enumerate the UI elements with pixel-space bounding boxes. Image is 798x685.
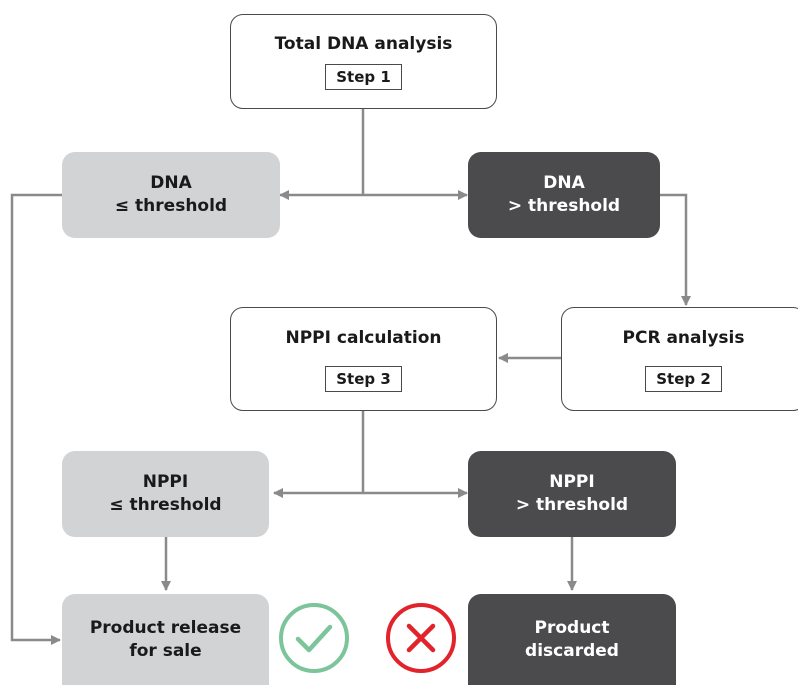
node-line-1: Product release — [89, 617, 242, 638]
node-line-1: NPPI — [142, 472, 189, 492]
node-line-2: > threshold — [507, 196, 621, 216]
arrow-dna-high-to-pcr — [660, 193, 691, 306]
step-label: Step 3 — [325, 365, 402, 392]
node-line-1: Product — [534, 617, 610, 638]
step-label: Step 1 — [325, 64, 402, 90]
node-nppi-above-threshold: NPPI > threshold — [468, 451, 676, 537]
node-product-discarded: Product discarded — [468, 594, 676, 685]
node-pcr-analysis: PCR analysis Step 2 — [561, 307, 798, 411]
node-title: Total DNA analysis — [274, 34, 453, 54]
node-line-2: discarded — [525, 640, 619, 661]
node-line-2: for sale — [129, 640, 202, 661]
node-title: NPPI calculation — [285, 327, 442, 348]
node-line-2: ≤ threshold — [109, 495, 222, 515]
node-dna-above-threshold: DNA > threshold — [468, 152, 660, 238]
step-label: Step 2 — [645, 365, 722, 392]
node-line-2: ≤ threshold — [114, 196, 228, 216]
node-dna-below-threshold: DNA ≤ threshold — [62, 152, 280, 238]
x-circle-icon — [386, 603, 456, 673]
node-title: PCR analysis — [622, 327, 745, 348]
check-circle-icon — [279, 603, 349, 673]
node-line-1: DNA — [150, 173, 192, 193]
node-nppi-below-threshold: NPPI ≤ threshold — [62, 451, 269, 537]
arrow-dna-low-to-release — [10, 193, 62, 645]
node-line-1: NPPI — [549, 472, 595, 492]
node-product-release: Product release for sale — [62, 594, 269, 685]
node-line-2: > threshold — [515, 495, 629, 515]
node-nppi-calculation: NPPI calculation Step 3 — [230, 307, 497, 411]
node-total-dna-analysis: Total DNA analysis Step 1 — [230, 14, 497, 109]
node-line-1: DNA — [543, 173, 585, 193]
